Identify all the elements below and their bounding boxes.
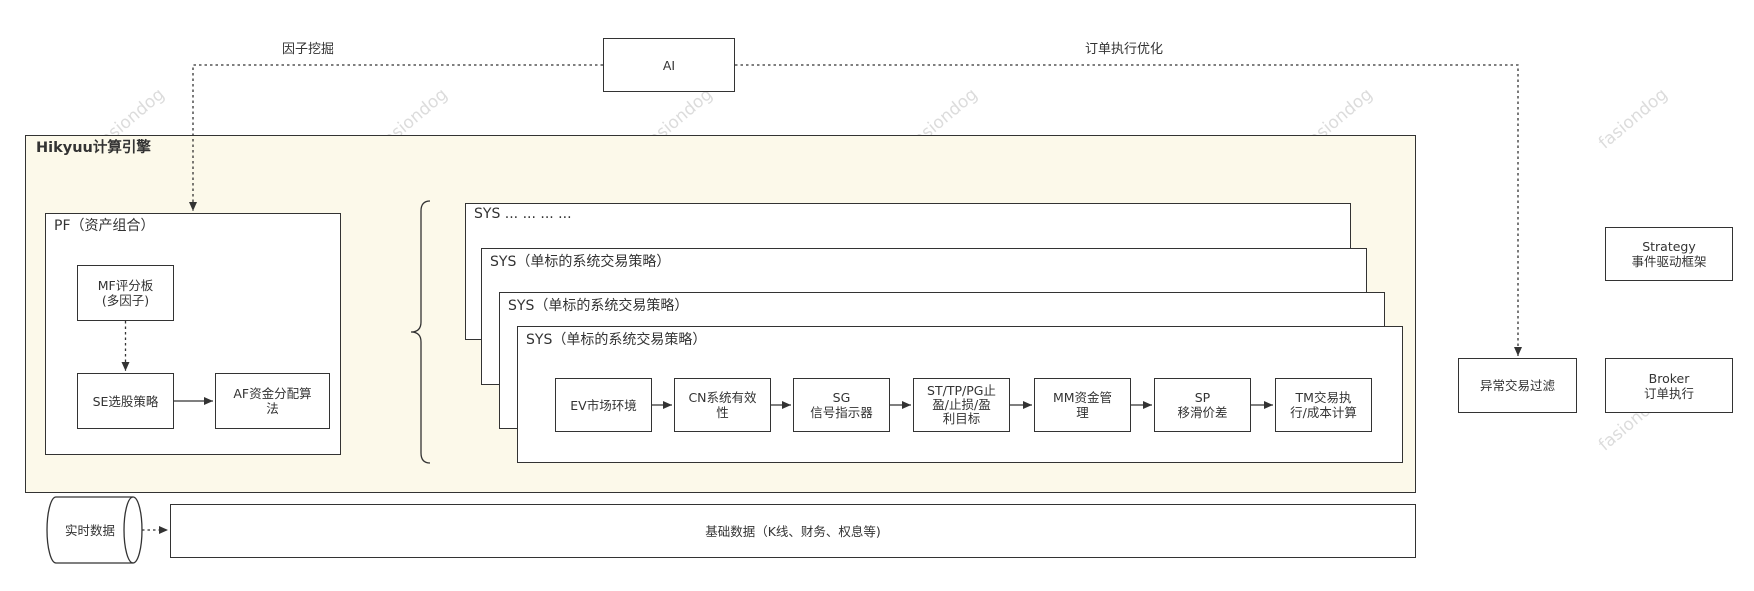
component-label: CN系统有效 性 (688, 390, 757, 420)
factor-mining-connector (189, 64, 603, 211)
sys-component-mm: MM资金管 理 (1034, 378, 1131, 432)
factor-mining-label: 因子挖掘 (282, 42, 335, 57)
realtime-data-label: 实时数据 (64, 522, 115, 538)
sys-card-title: SYS ... ... ... ... (474, 206, 572, 222)
af-box: AF资金分配算 法 (215, 373, 330, 429)
af-label: AF资金分配算 法 (233, 386, 312, 416)
curly-brace (410, 200, 431, 464)
realtime-data-cylinder (46, 496, 143, 564)
component-label: SG 信号指示器 (810, 390, 873, 420)
base-data-label: 基础数据（K线、财务、权息等) (705, 523, 881, 539)
se-label: SE选股策略 (92, 393, 159, 409)
component-label: ST/TP/PG止 盈/止损/盈 利目标 (927, 383, 996, 426)
sys-component-sp: SP 移滑价差 (1154, 378, 1251, 432)
sys-component-tm: TM交易执 行/成本计算 (1275, 378, 1372, 432)
broker-label: Broker 订单执行 (1643, 370, 1694, 401)
component-label: MM资金管 理 (1052, 390, 1113, 420)
mf-box: MF评分板 (多因子) (77, 265, 174, 321)
order-optimization-label: 订单执行优化 (1085, 42, 1164, 57)
component-label: TM交易执 行/成本计算 (1290, 390, 1357, 420)
sys-card-title: SYS（单标的系统交易策略） (526, 332, 707, 348)
strategy-label: Strategy 事件驱动框架 (1631, 239, 1707, 269)
mf-label: MF评分板 (多因子) (97, 278, 154, 308)
strategy-box: Strategy 事件驱动框架 (1605, 227, 1733, 281)
ai-box: AI (603, 38, 735, 92)
order-optimization-connector (735, 64, 1522, 356)
se-box: SE选股策略 (77, 373, 174, 429)
sys-card-title: SYS（单标的系统交易策略） (508, 298, 689, 314)
base-data-box: 基础数据（K线、财务、权息等) (170, 504, 1416, 558)
sys-component-st-tp-pg: ST/TP/PG止 盈/止损/盈 利目标 (913, 378, 1010, 432)
sys-card-title: SYS（单标的系统交易策略） (490, 254, 671, 270)
sys-component-cn: CN系统有效 性 (674, 378, 771, 432)
engine-title: Hikyuu计算引擎 (36, 140, 151, 156)
sys-component-ev: EV市场环境 (555, 378, 652, 432)
broker-box: Broker 订单执行 (1605, 358, 1733, 413)
sys-component-sg: SG 信号指示器 (793, 378, 890, 432)
abnormal-trade-filter-box: 异常交易过滤 (1458, 358, 1577, 413)
pf-title: PF（资产组合） (54, 218, 155, 234)
ai-label: AI (662, 57, 676, 73)
component-label: SP 移滑价差 (1177, 390, 1228, 420)
filter-label: 异常交易过滤 (1479, 378, 1555, 393)
component-label: EV市场环境 (570, 397, 637, 413)
